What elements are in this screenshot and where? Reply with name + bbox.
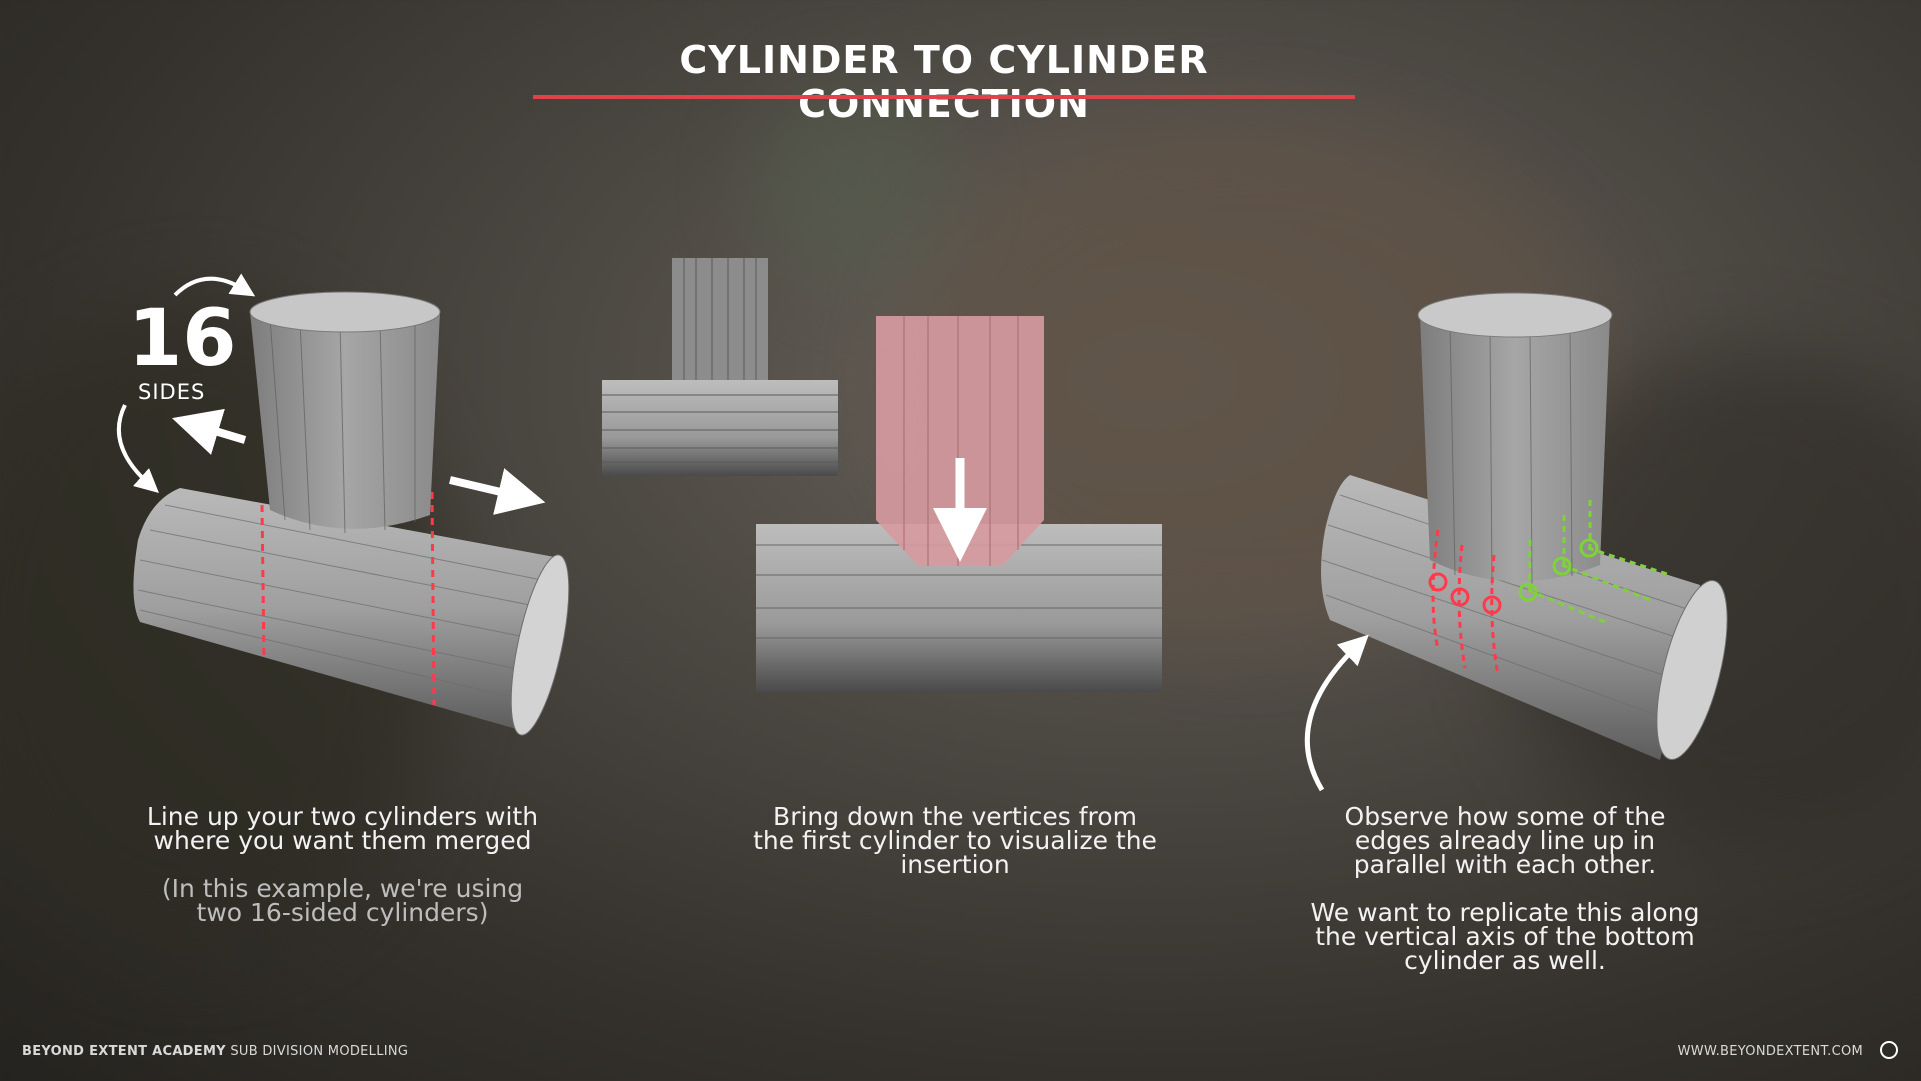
pink-cylinder (876, 316, 1044, 566)
caption-left: Line up your two cylinders with where yo… (120, 802, 565, 855)
caption-line: Bring down the vertices from (773, 802, 1137, 831)
caption-line: Line up your two cylinders with (146, 802, 539, 831)
caption-line: (In this example, we're using (161, 874, 524, 903)
arrow-left-icon (172, 408, 247, 455)
caption-right-note: We want to replicate this along the vert… (1285, 898, 1725, 975)
sides-count: 16 (128, 294, 237, 384)
caption-right: Observe how some of the edges already li… (1285, 802, 1725, 879)
caption-line: insertion (900, 850, 1010, 879)
bottom-cylinder-right (1321, 475, 1728, 761)
page-title-wrap: CYLINDER TO CYLINDER CONNECTION (533, 38, 1355, 126)
logo-icon (1880, 1041, 1898, 1059)
caption-line: the vertical axis of the bottom (1315, 922, 1695, 951)
caption-line: cylinder as well. (1404, 946, 1606, 975)
footer-website[interactable]: WWW.BEYONDEXTENT.COM (1677, 1044, 1863, 1059)
footer-course: SUB DIVISION MODELLING (230, 1044, 409, 1059)
rotate-arrow-icon (116, 404, 159, 493)
caption-line: parallel with each other. (1353, 850, 1657, 879)
caption-line: where you want them merged (153, 826, 532, 855)
center-inset (602, 258, 838, 476)
left-scene (116, 273, 570, 736)
top-cylinder-left (249, 291, 441, 534)
caption-center: Bring down the vertices from the first c… (735, 802, 1175, 879)
page-title: CYLINDER TO CYLINDER CONNECTION (679, 38, 1209, 126)
pointer-arrow-icon (1304, 634, 1369, 792)
bottom-cylinder-left (133, 488, 570, 736)
caption-left-note: (In this example, we're using two 16-sid… (120, 874, 565, 927)
rotate-arrow-icon (173, 273, 256, 297)
footer-brand: BEYOND EXTENT ACADEMY (22, 1044, 226, 1059)
caption-line: Observe how some of the (1344, 802, 1666, 831)
caption-line: two 16-sided cylinders) (196, 898, 489, 927)
caption-line: the first cylinder to visualize the (753, 826, 1157, 855)
caption-line: edges already line up in (1354, 826, 1656, 855)
guide-line (430, 491, 436, 706)
background-blur (750, 80, 950, 280)
right-scene (1304, 292, 1728, 792)
title-underline (533, 95, 1355, 99)
top-cylinder-right (1417, 292, 1613, 586)
center-scene (602, 258, 1162, 692)
sides-label: SIDES (138, 380, 206, 404)
aligned-edge-markers (1518, 500, 1671, 624)
caption-line: We want to replicate this along (1310, 898, 1700, 927)
footer-credit: BEYOND EXTENT ACADEMY SUB DIVISION MODEL… (22, 1044, 408, 1059)
misaligned-edge-markers (1428, 529, 1502, 676)
arrow-right-icon (449, 468, 546, 515)
